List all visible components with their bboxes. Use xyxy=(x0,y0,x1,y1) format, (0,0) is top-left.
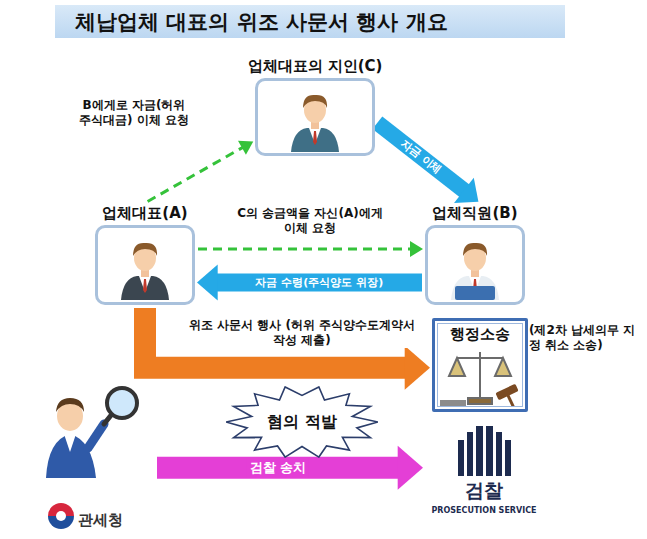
title-band: 체납업체 대표의 위조 사문서 행사 개요 xyxy=(55,5,565,38)
band-arrow xyxy=(377,123,478,203)
edge-label: 위조 사문서 행사 (허위 주식양수도계약서 작성 제출) xyxy=(182,318,422,348)
laptop xyxy=(455,286,495,300)
legal-node: 행정소송(제2차 납세의무 지정 취소 소송) xyxy=(432,318,528,412)
arrow-head xyxy=(197,265,218,301)
title: 체납업체 대표의 위조 사문서 행사 개요 xyxy=(75,8,448,36)
node-frame xyxy=(95,225,195,305)
edge-label: 자금 이체 xyxy=(396,135,447,179)
node-heading: 업체직원(B) xyxy=(432,203,517,223)
arrow-head xyxy=(410,241,423,257)
burst-node: 혐의 적발 xyxy=(226,386,378,458)
node-heading: 업체대표(A) xyxy=(102,203,187,223)
node-heading: 행정소송 xyxy=(435,325,525,344)
burst-text: 혐의 적발 xyxy=(267,412,337,433)
arrow-head xyxy=(405,346,430,390)
node-frame xyxy=(255,78,375,156)
arrow-head xyxy=(398,446,423,490)
person-node: 업체대표의 지인(C) xyxy=(255,56,375,156)
org-name: 관세청 xyxy=(78,511,123,530)
inspector-icon xyxy=(46,388,137,478)
arrow-head xyxy=(454,178,478,203)
org-name: 검찰 xyxy=(425,478,543,504)
burst-outline xyxy=(226,387,378,457)
person-node: 업체직원(B) xyxy=(425,203,525,305)
person-a xyxy=(121,243,169,300)
person-b xyxy=(451,243,499,300)
customs-node: 관세청 xyxy=(42,388,154,533)
connector-line xyxy=(198,248,411,251)
band-arrow xyxy=(197,265,422,301)
dashed-arrow xyxy=(198,241,423,257)
edge-label: B에게로 자금(허위주식대금) 이체 요청 xyxy=(78,98,190,128)
node-frame xyxy=(425,225,525,305)
person-c xyxy=(291,95,339,152)
org-subtitle: PROSECUTION SERVICE xyxy=(425,506,543,515)
side-note: (제2차 납세의무 지정 취소 소송) xyxy=(529,323,637,353)
connector-line xyxy=(377,123,464,191)
band-arrow xyxy=(145,308,430,390)
edge-label: 자금 수령(주식양도 위장) xyxy=(252,275,386,291)
connector-line xyxy=(217,274,422,292)
prosecution-logo xyxy=(458,426,511,476)
person-node: 업체대표(A) xyxy=(95,203,195,305)
pros-node: 검찰 PROSECUTION SERVICE xyxy=(425,420,543,532)
dashed-arrow xyxy=(148,141,254,202)
arrow-head xyxy=(238,141,253,155)
gavel-icon xyxy=(440,384,519,408)
node-heading: 업체대표의 지인(C) xyxy=(248,56,383,76)
connector-line xyxy=(157,457,399,479)
customs-logo xyxy=(48,503,74,529)
edge-label: 검찰 송치 xyxy=(247,458,310,478)
connector-line xyxy=(148,147,243,201)
edge-label: C의 송금액을 자신(A)에게 이체 요청 xyxy=(235,206,385,236)
